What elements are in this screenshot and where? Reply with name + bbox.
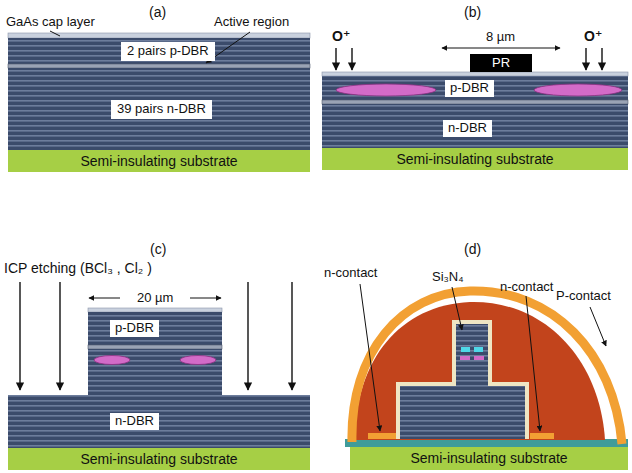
- node-text: PR: [492, 56, 510, 71]
- panel-a-stack: [8, 31, 310, 150]
- layer-callout: Active region: [214, 15, 289, 30]
- layer-label: 2 pairs p-DBR: [121, 42, 215, 61]
- photoresist-box: PR: [470, 54, 532, 72]
- node-text: 39 pairs n-DBR: [117, 102, 206, 117]
- layer-label: 39 pairs n-DBR: [111, 100, 212, 119]
- panel-letter: (a): [149, 4, 166, 20]
- panel-letter: (b): [464, 4, 481, 20]
- panel-c-stack: [8, 282, 310, 448]
- substrate-band: Semi-insulating substrate: [322, 148, 628, 170]
- layer-label: p-DBR: [445, 80, 494, 97]
- process-note: ICP etching (BCl₃ , Cl₂ ): [4, 260, 152, 276]
- ion-label: O⁺: [332, 28, 350, 44]
- layer-callout: GaAs cap layer: [6, 15, 95, 30]
- dimension: 20 µm: [137, 291, 173, 306]
- node-text: Semi-insulating substrate: [80, 451, 237, 467]
- layer-callout: n-contact: [324, 266, 377, 281]
- panel-d-device: [345, 284, 628, 447]
- node-text: Semi-insulating substrate: [80, 153, 237, 169]
- layer-callout: P-contact: [556, 289, 611, 304]
- panel-letter: (d): [464, 241, 481, 257]
- layer-callout: n-contact: [500, 280, 553, 295]
- node-text: 2 pairs p-DBR: [127, 44, 209, 59]
- dimension: 8 µm: [486, 30, 515, 45]
- layer-callout: Si₃N₄: [432, 270, 464, 285]
- panel-letter: (c): [150, 241, 166, 257]
- substrate-band: Semi-insulating substrate: [350, 447, 628, 470]
- layer-label: p-DBR: [110, 320, 159, 337]
- node-text: Semi-insulating substrate: [410, 450, 567, 466]
- layer-label: n-DBR: [443, 120, 492, 137]
- ion-label: O⁺: [584, 28, 602, 44]
- node-text: Semi-insulating substrate: [396, 151, 553, 167]
- layer-label: n-DBR: [110, 413, 159, 430]
- substrate-band: Semi-insulating substrate: [8, 448, 310, 470]
- substrate-band: Semi-insulating substrate: [8, 150, 310, 172]
- panel-b-stack: [322, 48, 628, 148]
